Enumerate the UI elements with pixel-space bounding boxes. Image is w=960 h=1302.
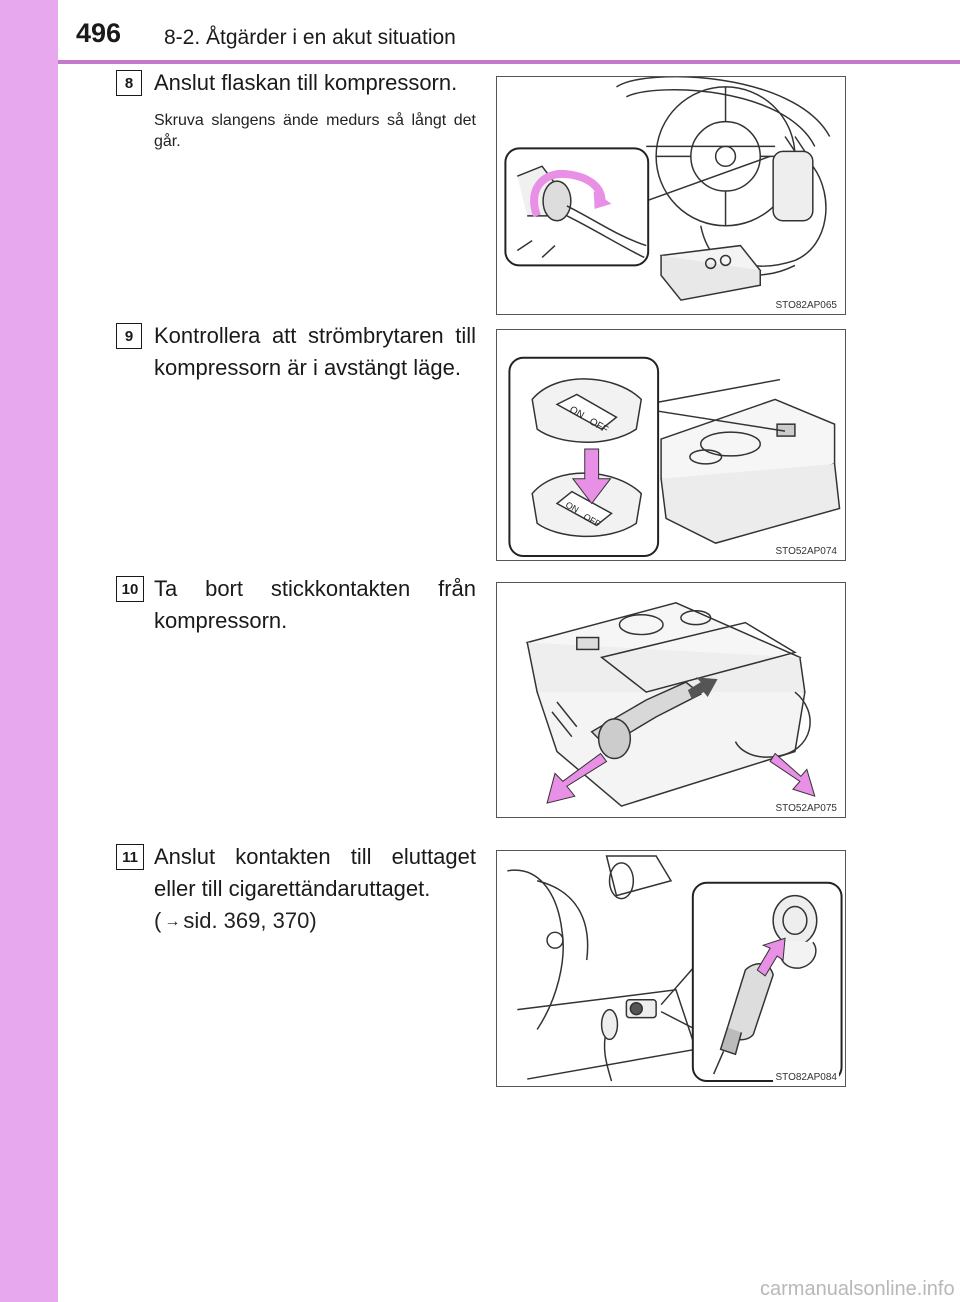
page-number: 496 bbox=[76, 18, 122, 48]
side-tab-strip bbox=[0, 0, 58, 1302]
figure-power-outlet: STO82AP084 bbox=[496, 850, 846, 1087]
figure-code: STO52AP075 bbox=[773, 803, 839, 814]
step-instruction: Kontrollera att strömbrytaren till kompr… bbox=[154, 323, 476, 380]
step-number-badge: 8 bbox=[116, 70, 142, 96]
step-number-badge: 9 bbox=[116, 323, 142, 349]
figure-connect-bottle: STO82AP065 bbox=[496, 76, 846, 315]
step-number-badge: 10 bbox=[116, 576, 144, 602]
figure-remove-plug: STO52AP075 bbox=[496, 582, 846, 818]
figure-code: STO82AP084 bbox=[773, 1072, 839, 1083]
step-instruction: Anslut flaskan till kompressorn. bbox=[154, 70, 458, 95]
reference-open-paren: ( bbox=[154, 908, 162, 933]
figure-code: STO82AP065 bbox=[773, 300, 839, 311]
step-sub-instruction: Skruva slangens ände medurs så långt det… bbox=[154, 112, 476, 150]
connect-bottle-illustration bbox=[504, 77, 831, 301]
page-reference[interactable]: (→sid. 369, 370) bbox=[154, 905, 476, 938]
step-instruction: Ta bort stickkontakten från kompressorn. bbox=[154, 576, 476, 633]
remove-plug-illustration bbox=[525, 602, 816, 807]
step-11: 11 Anslut kontakten till eluttaget eller… bbox=[116, 844, 846, 1094]
step-instruction: Anslut kontakten till eluttaget eller ti… bbox=[154, 844, 476, 901]
step-number-badge: 11 bbox=[116, 844, 144, 870]
watermark-logo: carmanualsonline.info bbox=[760, 1278, 955, 1300]
step-8: 8 Anslut flaskan till kompressorn. Skruv… bbox=[116, 70, 846, 315]
reference-pages: sid. 369, 370) bbox=[183, 908, 317, 933]
page-header: 496 8-2. Åtgärder i en akut situation bbox=[58, 0, 960, 60]
section-title: 8-2. Åtgärder i en akut situation bbox=[164, 26, 456, 49]
header-rule bbox=[58, 60, 960, 64]
step-9: 9 Kontrollera att strömbrytaren till kom… bbox=[116, 323, 846, 568]
right-arrow-icon: → bbox=[164, 913, 181, 930]
figure-code: STO52AP074 bbox=[773, 546, 839, 557]
power-outlet-illustration bbox=[507, 855, 843, 1083]
figure-power-switch: ON OFF ON OFF STO52AP074 bbox=[496, 329, 846, 561]
power-switch-illustration: ON OFF ON OFF bbox=[508, 356, 841, 558]
step-10: 10 Ta bort stickkontakten från kompresso… bbox=[116, 576, 846, 821]
